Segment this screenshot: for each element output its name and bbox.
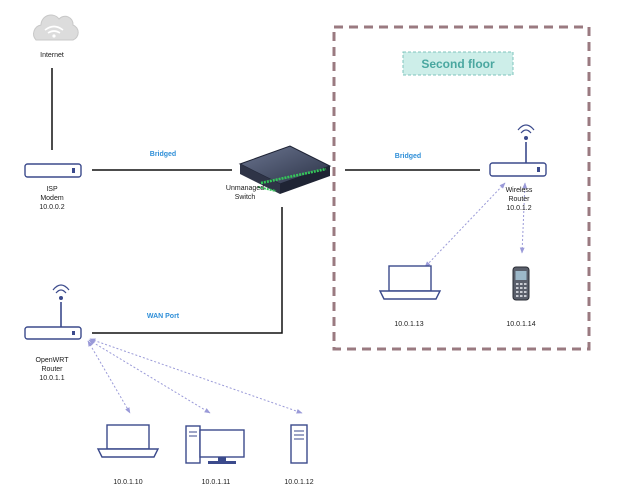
wireless-router-label-2: Router bbox=[508, 196, 530, 203]
openwrt-router-label-2: Router bbox=[41, 366, 63, 373]
laptop-13-label: 10.0.1.13 bbox=[394, 321, 423, 328]
mobile-phone-icon bbox=[512, 266, 530, 301]
desktop-11-label: 10.0.1.11 bbox=[202, 479, 231, 486]
phone-14-label: 10.0.1.14 bbox=[506, 321, 535, 328]
desktop-computer-icon bbox=[185, 425, 245, 464]
wireless-link-router-laptop10 bbox=[87, 340, 131, 414]
isp-modem-label-3: 10.0.0.2 bbox=[39, 204, 64, 211]
laptop-10-label: 10.0.1.10 bbox=[113, 479, 142, 486]
isp-modem-label-2: Modem bbox=[40, 195, 64, 202]
edge-label-router-switch: WAN Port bbox=[147, 313, 180, 320]
laptop-icon bbox=[378, 265, 442, 300]
wireless-router-icon bbox=[489, 124, 547, 177]
openwrt-router-label-1: OpenWRT bbox=[36, 357, 70, 364]
switch-label-1: Unmanaged bbox=[226, 185, 264, 192]
modem-icon bbox=[24, 163, 82, 178]
wireless-router-label-1: Wireless bbox=[506, 187, 533, 194]
openwrt-router-label-3: 10.0.1.1 bbox=[39, 375, 64, 382]
laptop-icon bbox=[96, 424, 160, 458]
second-floor-zone bbox=[332, 25, 591, 351]
wireless-link-router-tower12 bbox=[89, 338, 303, 414]
wireless-router-label-3: 10.0.1.2 bbox=[506, 205, 531, 212]
edge-label-switch-wireless: Bridged bbox=[395, 153, 421, 160]
internet-label: Internet bbox=[40, 52, 64, 59]
cloud-icon bbox=[33, 14, 79, 41]
router-icon bbox=[24, 284, 82, 340]
edge-label-modem-switch: Bridged bbox=[150, 151, 176, 158]
wireless-link-router-desktop11 bbox=[88, 339, 211, 414]
network-switch-icon bbox=[238, 145, 332, 194]
tower-server-icon bbox=[290, 424, 308, 464]
switch-label-2: Switch bbox=[235, 194, 256, 201]
second-floor-title-box bbox=[402, 51, 514, 76]
isp-modem-label-1: ISP bbox=[46, 186, 58, 193]
second-floor-title: Second floor bbox=[421, 57, 495, 71]
wireless-link-wrouter-laptop13 bbox=[424, 182, 506, 268]
link-router-switch bbox=[92, 207, 283, 334]
tower-12-label: 10.0.1.12 bbox=[284, 479, 313, 486]
